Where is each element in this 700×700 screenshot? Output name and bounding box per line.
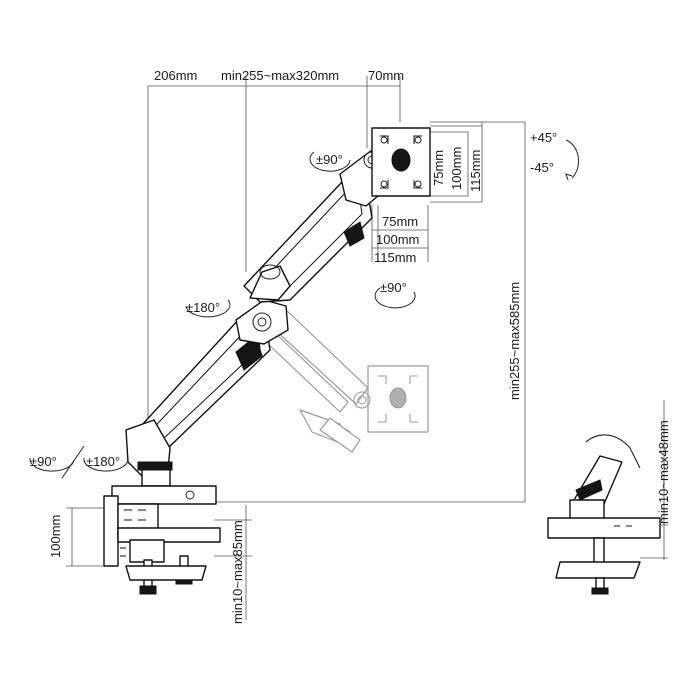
arm-lowered-position — [261, 305, 429, 453]
head-swivel-rotation-label: ±90° — [380, 280, 407, 295]
clamp-range-label: min10~max85mm — [230, 520, 245, 624]
head-label: 70mm — [368, 68, 404, 83]
base-right-rotation-label: ±180° — [86, 454, 120, 469]
elbow-rotation-label: ±180° — [186, 300, 220, 315]
dimension-lines — [66, 76, 668, 620]
grommet-range-label: min10~max48mm — [656, 420, 671, 524]
vesa-v-large-label: 115mm — [468, 150, 483, 192]
reach-label: min255~max320mm — [221, 68, 339, 83]
offset-label: 206mm — [154, 68, 197, 83]
vesa-h-small-label: 75mm — [382, 214, 418, 229]
vesa-v-small-label: 75mm — [431, 150, 446, 186]
tilt-down-label: -45° — [530, 160, 554, 175]
height-range-label: min255~max585mm — [507, 282, 522, 400]
arm-raised-position — [125, 127, 431, 477]
grommet-mount — [547, 434, 661, 595]
vesa-v-medium-label: 100mm — [449, 147, 464, 190]
base-left-rotation-label: ±90° — [30, 454, 57, 469]
tilt-up-label: +45° — [530, 130, 557, 145]
vesa-h-large-label: 115mm — [374, 250, 416, 265]
vesa-h-medium-label: 100mm — [376, 232, 419, 247]
rotation-arrows — [29, 139, 580, 479]
clamp-height-label: 100mm — [48, 515, 63, 558]
desk-clamp — [103, 461, 221, 595]
head-top-rotation-label: ±90° — [316, 152, 343, 167]
labels: 206mm min255~max320mm 70mm 75mm 100mm 11… — [30, 68, 671, 624]
